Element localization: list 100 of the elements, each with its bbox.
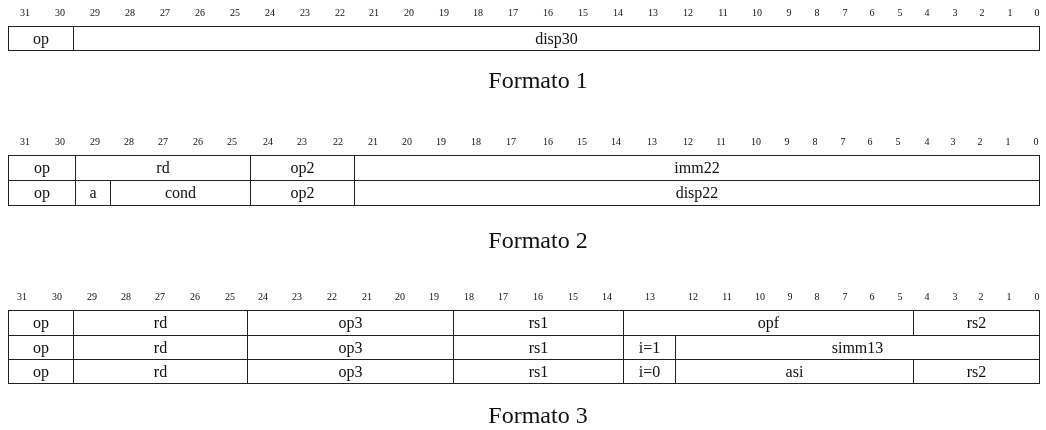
bit-number: 11 (716, 137, 726, 147)
bit-number: 1 (1006, 292, 1012, 302)
bit-number: 23 (297, 137, 307, 147)
bit-number: 26 (195, 8, 205, 18)
bit-number: 27 (158, 137, 168, 147)
bit-number: 4 (924, 8, 930, 18)
bit-number: 28 (125, 8, 135, 18)
bit-number: 20 (404, 8, 414, 18)
field-cell: disp30 (73, 26, 1040, 51)
bit-number: 3 (950, 137, 956, 147)
bit-number: 8 (814, 292, 820, 302)
bit-number: 7 (842, 292, 848, 302)
field-cell: op (8, 26, 74, 51)
field-cell: imm22 (354, 155, 1040, 181)
bit-number: 31 (20, 137, 30, 147)
bit-number: 14 (613, 8, 623, 18)
bit-number: 19 (439, 8, 449, 18)
bit-number: 7 (840, 137, 846, 147)
format-caption: Formato 2 (488, 228, 588, 252)
bit-number: 24 (258, 292, 268, 302)
bit-number: 1 (1007, 8, 1013, 18)
bit-number: 29 (87, 292, 97, 302)
bit-number: 22 (333, 137, 343, 147)
bit-number: 22 (335, 8, 345, 18)
bit-number: 30 (55, 137, 65, 147)
bit-number: 20 (402, 137, 412, 147)
bit-number: 21 (362, 292, 372, 302)
bit-number: 12 (683, 137, 693, 147)
format-caption: Formato 3 (488, 403, 588, 427)
bit-number: 14 (602, 292, 612, 302)
bit-number: 0 (1033, 137, 1039, 147)
bit-number: 17 (506, 137, 516, 147)
bit-number: 25 (225, 292, 235, 302)
bit-number: 17 (498, 292, 508, 302)
bit-number: 12 (688, 292, 698, 302)
bit-number: 10 (755, 292, 765, 302)
bit-number: 1 (1005, 137, 1011, 147)
field-cell: rs2 (913, 310, 1040, 336)
bit-number: 4 (924, 292, 930, 302)
bit-number: 10 (752, 8, 762, 18)
bit-number: 5 (897, 8, 903, 18)
bit-number: 26 (193, 137, 203, 147)
bit-number: 28 (124, 137, 134, 147)
field-cell: rs2 (913, 359, 1040, 384)
bit-number: 12 (683, 8, 693, 18)
bit-number: 23 (292, 292, 302, 302)
bit-number: 22 (327, 292, 337, 302)
bit-number: 13 (647, 137, 657, 147)
bit-number: 0 (1034, 8, 1040, 18)
bit-number: 7 (842, 8, 848, 18)
bit-number: 6 (867, 137, 873, 147)
bit-number: 29 (90, 8, 100, 18)
bit-number: 9 (787, 292, 793, 302)
bit-number: 3 (952, 8, 958, 18)
bit-number: 9 (786, 8, 792, 18)
bit-number: 6 (869, 8, 875, 18)
bit-number: 16 (543, 8, 553, 18)
bit-number: 16 (533, 292, 543, 302)
bit-number: 14 (611, 137, 621, 147)
field-cell: op (8, 359, 74, 384)
bit-number: 29 (90, 137, 100, 147)
bit-number: 17 (508, 8, 518, 18)
field-cell: op (8, 310, 74, 336)
bit-number: 0 (1034, 292, 1040, 302)
format-caption: Formato 1 (488, 68, 588, 92)
bit-number: 4 (924, 137, 930, 147)
bit-number: 21 (368, 137, 378, 147)
bit-number: 10 (751, 137, 761, 147)
bit-number: 25 (227, 137, 237, 147)
bit-number: 26 (190, 292, 200, 302)
bit-number: 3 (952, 292, 958, 302)
bit-number: 2 (978, 292, 984, 302)
bit-number: 9 (784, 137, 790, 147)
bit-number: 31 (17, 292, 27, 302)
bit-number: 23 (300, 8, 310, 18)
bit-number: 19 (429, 292, 439, 302)
bit-number: 11 (718, 8, 728, 18)
bit-number: 11 (722, 292, 732, 302)
bit-number: 20 (395, 292, 405, 302)
field-cell: op (8, 180, 76, 206)
bit-number: 5 (897, 292, 903, 302)
bit-number: 24 (263, 137, 273, 147)
bit-number: 28 (121, 292, 131, 302)
field-cell: op (8, 155, 76, 181)
bit-number: 8 (814, 8, 820, 18)
bit-number: 18 (471, 137, 481, 147)
bit-number: 27 (160, 8, 170, 18)
bit-number: 18 (464, 292, 474, 302)
bit-number: 15 (577, 137, 587, 147)
bit-number: 5 (895, 137, 901, 147)
bit-number: 21 (369, 8, 379, 18)
bit-number: 13 (648, 8, 658, 18)
bit-number: 15 (578, 8, 588, 18)
bit-number: 2 (977, 137, 983, 147)
bit-number: 30 (52, 292, 62, 302)
bit-number: 13 (645, 292, 655, 302)
bit-number: 24 (265, 8, 275, 18)
bit-number: 16 (543, 137, 553, 147)
bit-number: 18 (473, 8, 483, 18)
field-cell: disp22 (354, 180, 1040, 206)
